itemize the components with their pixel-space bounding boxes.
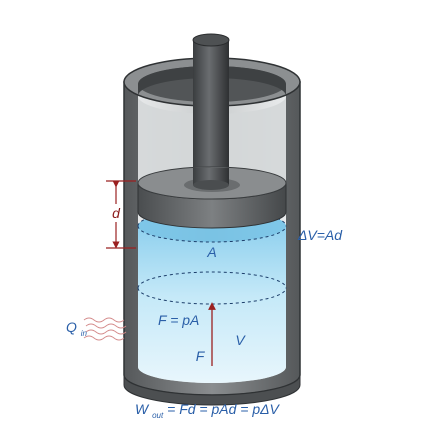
displacement-label: d — [112, 205, 121, 221]
volume-change-label: ΔV=Ad — [297, 227, 343, 243]
heat-subscript: in — [81, 329, 88, 338]
heat-symbol: Q — [66, 319, 77, 335]
rod-top — [192, 33, 230, 47]
piston-rod — [192, 33, 230, 185]
cylinder-base — [123, 374, 301, 406]
heat-label: Q in — [66, 319, 88, 338]
work-equation: W out = Fd = pAd = pΔV — [135, 401, 281, 421]
force-equation-label: F = pA — [158, 312, 199, 328]
rod-base-bottom — [193, 180, 229, 190]
work-symbol: W — [135, 401, 150, 417]
dashed-ellipse-lower-back — [137, 271, 287, 289]
volume-label: V — [235, 332, 246, 348]
force-label: F — [196, 348, 206, 364]
work-equation-text: = Fd = pAd = pΔV — [167, 401, 280, 417]
rod-body — [193, 40, 229, 185]
dashed-ellipse-upper-front — [137, 225, 287, 243]
work-subscript: out — [152, 411, 164, 420]
wavy-heat-lines-icon — [83, 317, 127, 341]
piston-head — [137, 166, 287, 229]
area-label: A — [206, 244, 216, 260]
dim-label-bg — [109, 204, 123, 222]
displacement-dimension: d — [106, 180, 136, 249]
rim-inner-back-wall — [138, 66, 286, 96]
